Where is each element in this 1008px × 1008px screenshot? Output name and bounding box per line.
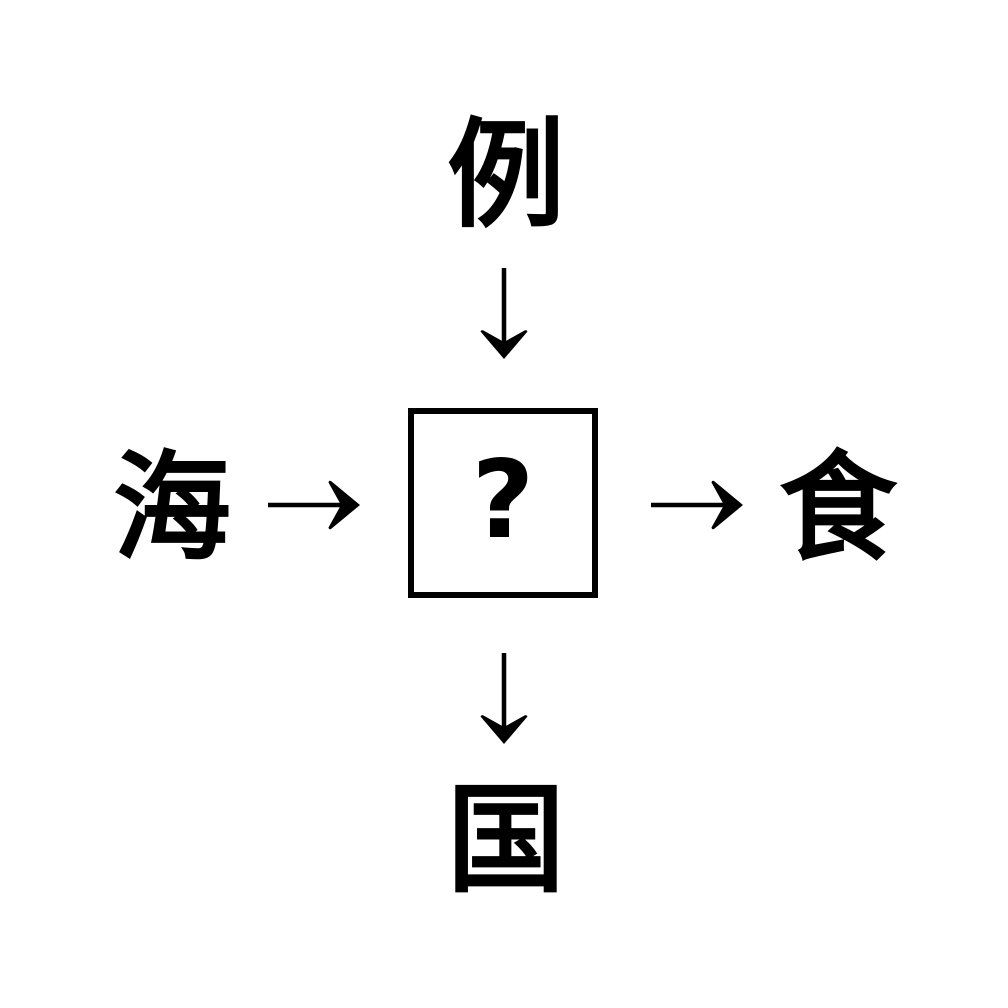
question-mark-placeholder: ? [471,438,535,563]
arrow-down-bottom-icon [474,653,534,745]
kanji-top: 例 [446,106,565,244]
arrow-down-top-icon [474,268,534,360]
center-answer-box[interactable]: ? [408,408,598,598]
kanji-bottom: 国 [446,771,565,909]
arrow-right-left-icon [268,472,362,538]
kanji-right: 食 [778,439,897,577]
arrow-right-right-icon [651,472,745,538]
kanji-left: 海 [112,439,231,577]
